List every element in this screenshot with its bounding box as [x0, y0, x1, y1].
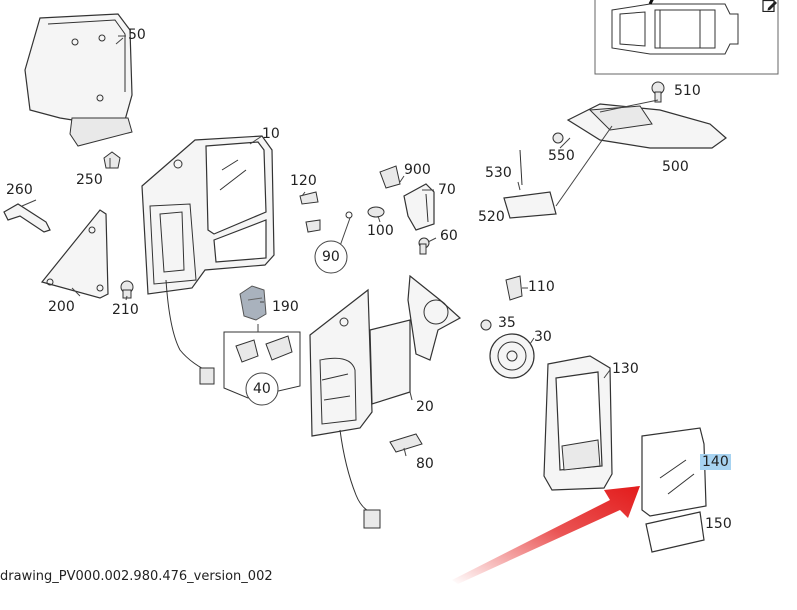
part-60-screw	[418, 237, 430, 255]
part-100-bulb	[367, 206, 385, 218]
part-130-frame	[543, 355, 613, 491]
callout-120[interactable]: 120	[290, 173, 317, 189]
part-90-group	[339, 211, 353, 247]
callout-20[interactable]: 20	[416, 399, 434, 415]
callout-190[interactable]: 190	[272, 299, 299, 315]
callout-500[interactable]: 500	[662, 159, 689, 175]
drawing-caption: drawing_PV000.002.980.476_version_002	[0, 569, 273, 584]
part-40-group	[223, 331, 301, 399]
vehicle-thumbnail	[594, 0, 779, 75]
part-900-connector	[379, 165, 401, 189]
part-120-bulb	[299, 191, 321, 233]
part-260-bracket	[3, 203, 51, 233]
callout-50[interactable]: 50	[128, 27, 146, 43]
callout-550[interactable]: 550	[548, 148, 575, 164]
part-530-pin	[519, 149, 523, 186]
callout-250[interactable]: 250	[76, 172, 103, 188]
part-80-connector	[389, 433, 423, 453]
part-20-carrier-plate	[309, 274, 462, 529]
callout-80[interactable]: 80	[416, 456, 434, 472]
callout-110[interactable]: 110	[528, 279, 555, 295]
part-500-cap	[566, 103, 727, 149]
part-150-lower-glass	[645, 511, 705, 553]
part-200-triangle-housing	[40, 209, 109, 299]
callout-10[interactable]: 10	[262, 126, 280, 142]
part-520-bracket	[503, 191, 557, 219]
red-pointer-arrow	[452, 486, 640, 584]
part-70-indicator	[403, 183, 435, 231]
callout-90[interactable]: 90	[322, 249, 340, 265]
callout-260[interactable]: 260	[6, 182, 33, 198]
part-30-motor	[489, 333, 535, 379]
callout-530[interactable]: 530	[485, 165, 512, 181]
callout-140[interactable]: 140	[700, 454, 731, 470]
callout-130[interactable]: 130	[612, 361, 639, 377]
part-110-clip	[505, 275, 523, 301]
edit-icon[interactable]	[762, 0, 778, 12]
callout-30[interactable]: 30	[534, 329, 552, 345]
part-35-screw	[480, 319, 492, 331]
leader-lines	[21, 37, 659, 457]
part-550-nut	[552, 132, 564, 144]
callout-510[interactable]: 510	[674, 83, 701, 99]
callout-150[interactable]: 150	[705, 516, 732, 532]
callout-100[interactable]: 100	[367, 223, 394, 239]
callout-200[interactable]: 200	[48, 299, 75, 315]
part-190-actuator	[239, 285, 267, 321]
part-210-screw	[120, 280, 134, 299]
callout-900[interactable]: 900	[404, 162, 431, 178]
callout-60[interactable]: 60	[440, 228, 458, 244]
callout-520[interactable]: 520	[478, 209, 505, 225]
part-50-mirror-cover	[24, 13, 133, 147]
part-250-clip	[103, 151, 121, 169]
callout-70[interactable]: 70	[438, 182, 456, 198]
callout-35[interactable]: 35	[498, 315, 516, 331]
part-140-mirror-glass	[641, 427, 707, 517]
part-510-screw	[651, 81, 665, 103]
callout-210[interactable]: 210	[112, 302, 139, 318]
callout-40[interactable]: 40	[253, 381, 271, 397]
part-10-mirror-assembly	[141, 135, 275, 385]
